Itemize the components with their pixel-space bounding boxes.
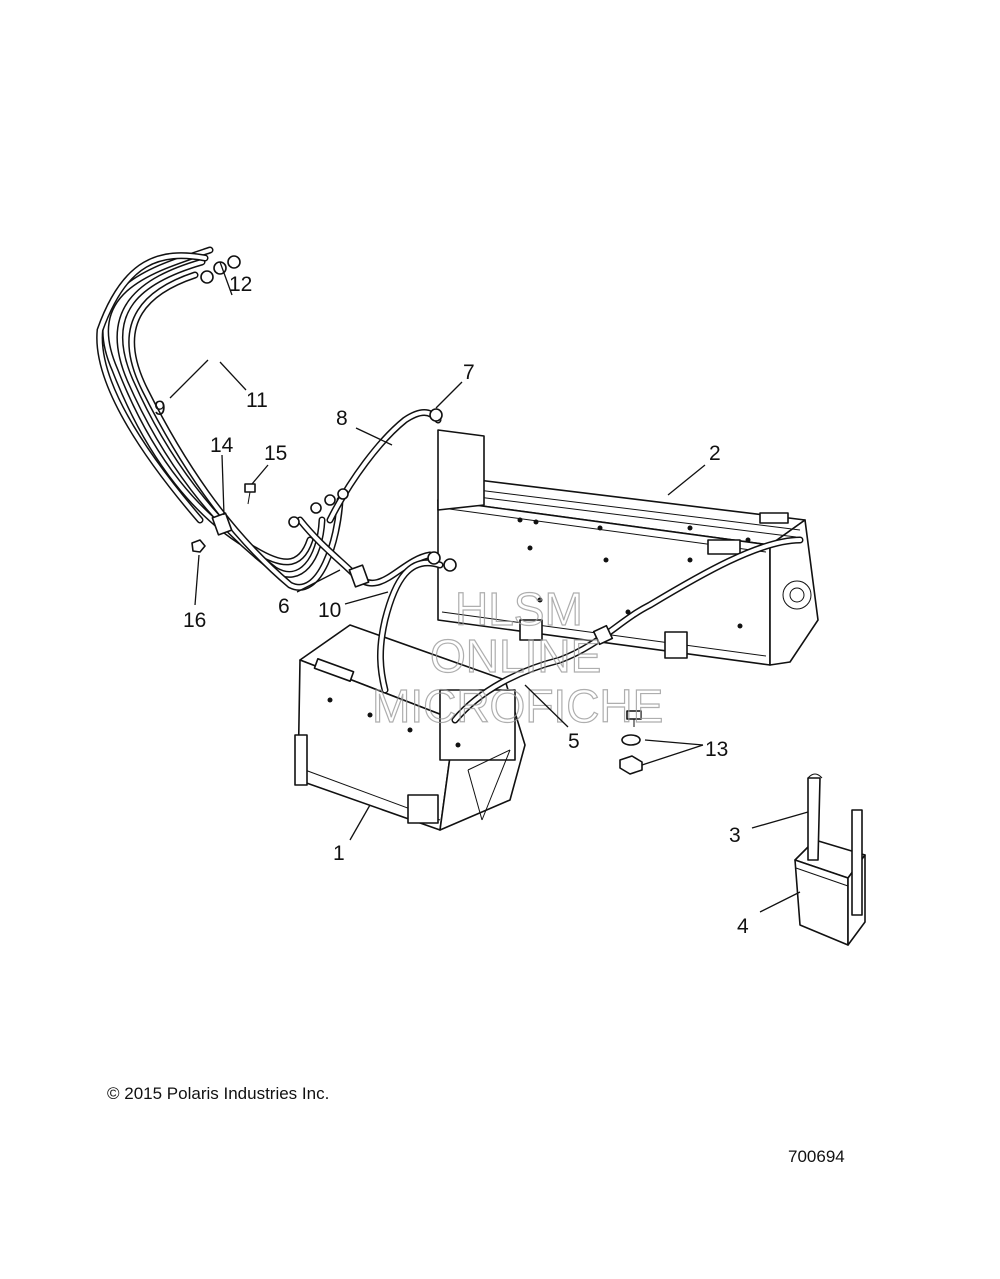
callout-16: 16 <box>183 609 206 632</box>
callout-15: 15 <box>264 442 287 465</box>
callout-13: 13 <box>705 738 728 761</box>
callout-14: 14 <box>210 434 234 457</box>
callout-11: 11 <box>246 389 268 412</box>
callout-8: 8 <box>336 407 348 430</box>
watermark-line-2: ONLINE <box>430 630 601 682</box>
copyright-notice: © 2015 Polaris Industries Inc. <box>107 1084 330 1103</box>
watermark-line-1: HLSM <box>455 583 583 635</box>
callout-3: 3 <box>729 824 741 847</box>
cable-harness <box>96 246 804 724</box>
callout-labels: 1 2 3 4 5 6 7 8 9 10 11 12 13 14 15 16 <box>154 273 749 938</box>
callout-9: 9 <box>154 397 166 420</box>
callout-12: 12 <box>229 273 252 296</box>
callout-1: 1 <box>333 842 345 865</box>
watermark-line-3: MICROFICHE <box>372 680 663 732</box>
nut-fastener <box>191 539 206 553</box>
callout-6: 6 <box>278 595 290 618</box>
drawing-number: 700694 <box>788 1147 845 1166</box>
callout-10: 10 <box>318 599 341 622</box>
battery-pack-long <box>437 429 819 666</box>
callout-7: 7 <box>463 361 475 384</box>
leader-lines <box>169 261 809 913</box>
callout-2: 2 <box>709 442 721 465</box>
screw-fastener <box>244 483 256 505</box>
callout-5: 5 <box>568 730 580 753</box>
callout-4: 4 <box>737 915 749 938</box>
ring-terminals <box>200 255 457 572</box>
bolt-washer-nut <box>619 710 643 775</box>
battery-strap <box>807 773 863 916</box>
watermark: HLSM ONLINE MICROFICHE <box>371 582 664 732</box>
